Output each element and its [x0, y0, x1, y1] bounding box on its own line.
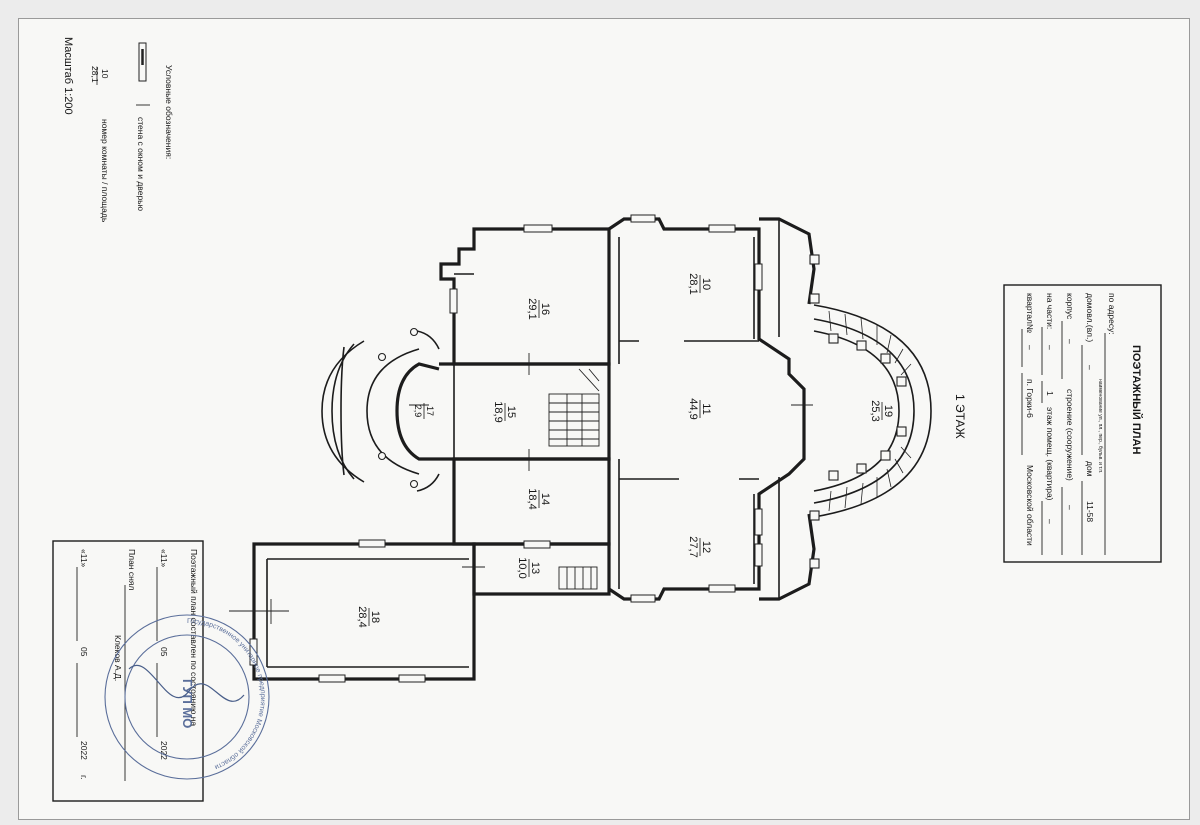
address-hint: наименование ул., пл., пер., бульв. и т.…	[1097, 379, 1103, 473]
region: Московской области	[1025, 465, 1035, 546]
svg-text:10,0: 10,0	[516, 557, 528, 578]
plan-stairs	[548, 368, 600, 590]
plan-doors	[229, 353, 813, 624]
svg-text:18: 18	[369, 611, 381, 623]
title-block: ПОЭТАЖНЫЙ ПЛАН по адресу: наименование у…	[1003, 284, 1162, 563]
stamp-seal: Государственное унитарное предприятие Мо…	[104, 614, 270, 780]
svg-text:13: 13	[529, 562, 541, 574]
svg-text:19: 19	[882, 405, 894, 417]
date1-day: «11»	[159, 549, 169, 568]
legend-wall-label: стена с окном и дверью	[136, 117, 146, 212]
svg-text:44,9: 44,9	[687, 398, 699, 419]
locality: п. Горки-6	[1025, 379, 1035, 418]
signature-block: Поэтажный план составлен по состоянию на…	[52, 540, 204, 802]
korpus-value: –	[1065, 339, 1075, 344]
plan-windows	[249, 214, 763, 683]
room-18: 18 28,4	[356, 606, 381, 627]
svg-text:16: 16	[539, 303, 551, 315]
title-block-title: ПОЭТАЖНЫЙ ПЛАН	[1130, 345, 1143, 454]
room-11: 11 44,9	[687, 398, 712, 419]
room-14: 14 18,4	[526, 488, 551, 509]
room-10: 10 28,1	[687, 273, 712, 294]
svg-text:17: 17	[425, 406, 435, 416]
svg-text:14: 14	[539, 493, 551, 505]
svg-text:29,1: 29,1	[526, 298, 538, 319]
svg-text:2,9: 2,9	[413, 405, 423, 418]
left-bay	[321, 327, 440, 492]
surveyor-name: Клеков А.Д.	[113, 635, 123, 681]
room-15: 15 18,9	[492, 401, 517, 422]
legend-room-area: 28,1	[90, 66, 100, 83]
room-labels: 10 28,1 11 44,9 12 27,7 13 10,0 14 18,4 …	[356, 273, 894, 627]
address-label: по адресу:	[1107, 293, 1117, 335]
svg-text:18,4: 18,4	[526, 488, 538, 509]
stamp-center-text: ГУП МО	[180, 679, 195, 728]
date1-year: 2022	[159, 741, 169, 760]
korpus-label: корпус	[1065, 293, 1075, 320]
house-label: дом	[1085, 461, 1095, 477]
room-17: 17 2,9	[413, 403, 435, 419]
floor-row-label: этаж помещ. (квартира)	[1045, 407, 1055, 501]
svg-text:12: 12	[700, 541, 712, 553]
date2-month: 05	[79, 647, 89, 657]
room-13: 13 10,0	[516, 557, 541, 578]
floor-plan-drawing: Условные обозначения: стена с окном и дв…	[52, 37, 1162, 802]
svg-text:11: 11	[700, 403, 712, 414]
legend-room-number: 10	[100, 69, 110, 79]
svg-text:28,4: 28,4	[356, 606, 368, 627]
legend: Условные обозначения: стена с окном и дв…	[62, 37, 174, 223]
building-label: домовл.(вл.)	[1085, 293, 1095, 342]
svg-text:28,1: 28,1	[687, 273, 699, 294]
year-suffix: г.	[79, 775, 89, 779]
part-label: на части:	[1045, 293, 1055, 329]
svg-text:27,7: 27,7	[687, 536, 699, 557]
floor-label: 1 ЭТАЖ	[953, 394, 967, 439]
date2-day: «11»	[79, 549, 89, 568]
room-19: 19 25,3	[869, 400, 894, 421]
quarter-label: квартал№	[1025, 293, 1035, 333]
building-value: –	[1085, 365, 1095, 370]
plan-walls	[252, 217, 816, 681]
part-value: –	[1045, 345, 1055, 350]
legend-room-label: номер комнаты / площадь	[100, 119, 110, 223]
house-value: 11-58	[1085, 501, 1095, 522]
svg-text:18,9: 18,9	[492, 401, 504, 422]
legend-title: Условные обозначения:	[164, 65, 174, 159]
room-12: 12 27,7	[687, 536, 712, 557]
svg-text:25,3: 25,3	[869, 400, 881, 421]
scale-label: Масштаб 1:200	[62, 37, 74, 115]
floor-value: 1	[1045, 391, 1055, 396]
right-rotunda	[809, 254, 932, 569]
room-16: 16 29,1	[526, 298, 551, 319]
quarter-value: –	[1025, 345, 1035, 350]
floor-plan-sheet: Условные обозначения: стена с окном и дв…	[18, 18, 1190, 820]
svg-text:10: 10	[700, 278, 712, 290]
stroenie-label: строение (сооружение)	[1065, 389, 1075, 481]
date1-month: 05	[159, 647, 169, 657]
plan-label: План снял	[127, 549, 137, 590]
stroenie-value: –	[1065, 505, 1075, 510]
svg-text:15: 15	[505, 406, 517, 418]
floor-extra: –	[1045, 519, 1055, 524]
statement-text: Поэтажный план составлен по состоянию на	[189, 549, 199, 726]
date2-year: 2022	[79, 741, 89, 760]
